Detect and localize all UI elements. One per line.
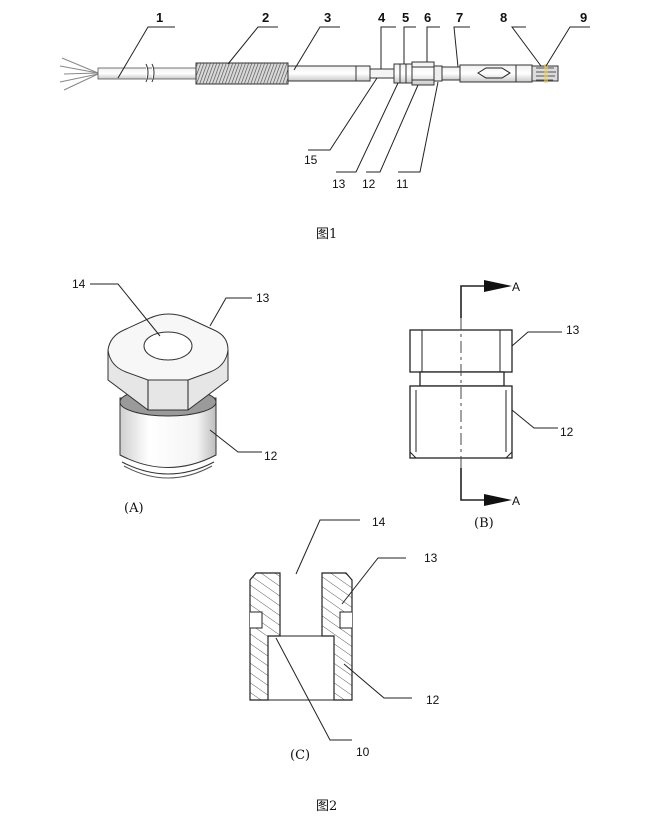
view-c-caption: (C): [290, 748, 310, 763]
label-13: 13: [332, 177, 346, 191]
coupling: [441, 66, 461, 81]
labels-bottom: 15 13 12 11: [304, 153, 409, 191]
lead-wires: [59, 57, 99, 91]
neck: [369, 68, 395, 79]
label-15: 15: [304, 153, 318, 167]
figure-2-view-b: A A 13 12 (B): [409, 280, 580, 531]
label-c-13: 13: [424, 551, 438, 565]
label-3: 3: [324, 10, 331, 25]
label-c-14: 14: [372, 515, 386, 529]
figure-2-caption: 图2: [316, 799, 337, 814]
section-mark-bottom: A: [512, 494, 520, 508]
label-7: 7: [456, 10, 463, 25]
label-12: 12: [362, 177, 376, 191]
view-a-caption: (A): [124, 501, 144, 516]
label-a-12: 12: [264, 449, 278, 463]
sheath-tube: [287, 65, 371, 82]
label-a-13: 13: [256, 291, 270, 305]
figure-1: 1 2 3 4 5 6 7 8 9 15 13 12 11 图1: [59, 10, 590, 242]
figure-2-view-a: 14 13 12 (A): [72, 277, 278, 516]
leaders-bottom: [308, 77, 439, 173]
probe-tip: [531, 64, 559, 83]
label-4: 4: [378, 10, 386, 25]
labels-top: 1 2 3 4 5 6 7 8 9: [156, 10, 587, 25]
label-c-10: 10: [356, 745, 370, 759]
figure-2-view-c: 14 13 12 10 (C): [249, 515, 440, 763]
label-5: 5: [402, 10, 409, 25]
label-c-12: 12: [426, 693, 440, 707]
label-2: 2: [262, 10, 269, 25]
label-9: 9: [580, 10, 587, 25]
threaded-section: [195, 62, 289, 85]
probe-body: [459, 64, 533, 83]
label-8: 8: [500, 10, 507, 25]
label-11: 11: [396, 177, 409, 191]
label-b-13: 13: [566, 323, 580, 337]
section-mark-top: A: [512, 280, 520, 294]
label-1: 1: [156, 10, 163, 25]
nut-assembly: [393, 61, 443, 86]
figure-1-caption: 图1: [316, 227, 337, 242]
label-a-14: 14: [72, 277, 86, 291]
cable: [97, 63, 199, 83]
label-b-12: 12: [560, 425, 574, 439]
label-6: 6: [424, 10, 431, 25]
view-b-caption: (B): [474, 516, 494, 531]
leaders-top: [117, 26, 590, 79]
